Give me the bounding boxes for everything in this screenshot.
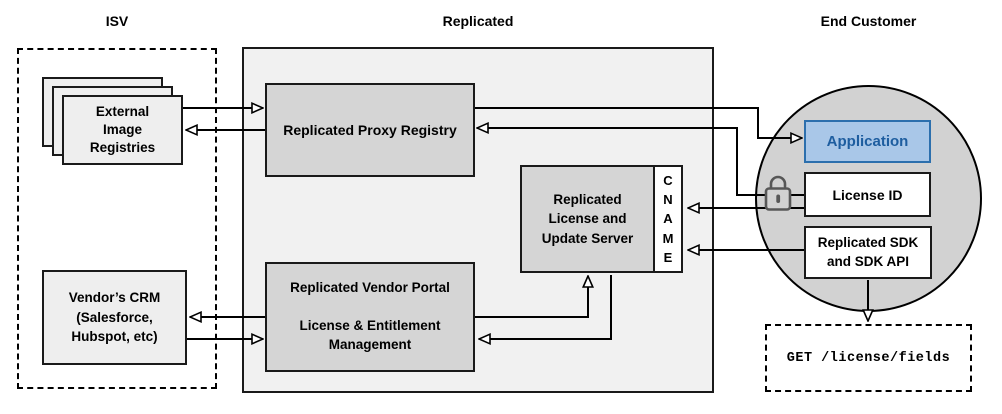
node-label: GET /license/fields bbox=[786, 350, 951, 366]
cname-strip: C N A M E bbox=[653, 167, 681, 271]
cname-label: C N A M E bbox=[662, 172, 674, 265]
node-label: Vendor’s CRM (Salesforce, Hubspot, etc) bbox=[68, 290, 161, 345]
node-vendors-crm: Vendor’s CRM (Salesforce, Hubspot, etc) bbox=[42, 270, 187, 365]
node-label: Application bbox=[826, 133, 909, 150]
node-label: License ID bbox=[832, 186, 903, 203]
node-label: Replicated Vendor Portal License & Entit… bbox=[290, 280, 450, 352]
section-title-end-customer: End Customer bbox=[820, 13, 917, 29]
node-get-license-fields: GET /license/fields bbox=[765, 324, 972, 392]
section-title-isv: ISV bbox=[105, 13, 129, 29]
node-replicated-sdk: Replicated SDK and SDK API bbox=[804, 226, 932, 279]
node-replicated-vendor-portal: Replicated Vendor Portal License & Entit… bbox=[265, 262, 475, 372]
node-replicated-license-update-server: Replicated License and Update Server C N… bbox=[520, 165, 683, 273]
node-label: External Image Registries bbox=[89, 104, 156, 155]
node-external-image-registries: External Image Registries bbox=[62, 95, 183, 165]
isv-dashed-boundary bbox=[17, 48, 217, 389]
node-label: Replicated License and Update Server bbox=[541, 192, 634, 246]
node-label: Replicated Proxy Registry bbox=[283, 122, 457, 138]
node-label: Replicated SDK and SDK API bbox=[817, 235, 919, 269]
node-license-id: License ID bbox=[804, 172, 931, 217]
node-application: Application bbox=[804, 120, 931, 163]
license-update-server-body: Replicated License and Update Server bbox=[522, 167, 653, 271]
section-title-replicated: Replicated bbox=[442, 13, 514, 29]
node-replicated-proxy-registry: Replicated Proxy Registry bbox=[265, 83, 475, 177]
